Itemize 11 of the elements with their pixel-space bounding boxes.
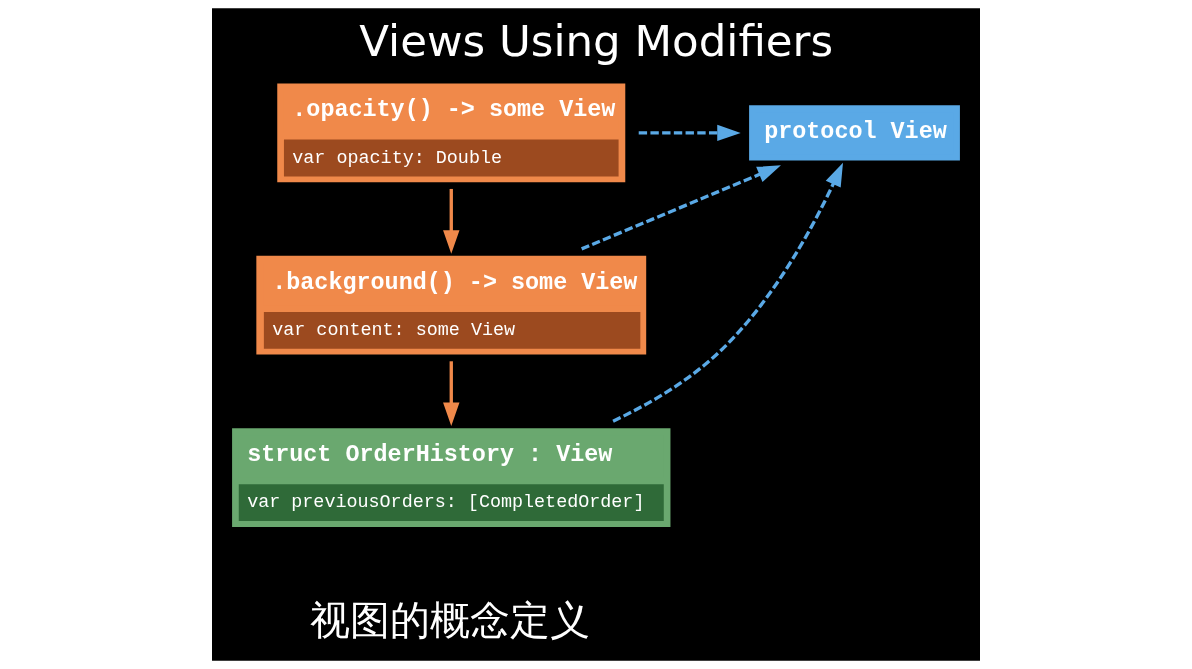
node-box: .opacity() -> some View var opacity: Double [277,83,626,183]
diagram-title: Views Using Modifiers [359,16,834,67]
arrow [638,124,741,142]
node-box: struct OrderHistory : View var previousOrders: [CompletedOrder] [232,428,671,527]
arrow [612,162,843,423]
arrow [443,188,460,254]
arrow [581,165,781,251]
node-box: protocol View [749,105,960,161]
caption: 视图的概念定义 [309,597,590,644]
node-box: .background() -> some View var content: some View [256,255,647,355]
arrow [443,361,460,427]
